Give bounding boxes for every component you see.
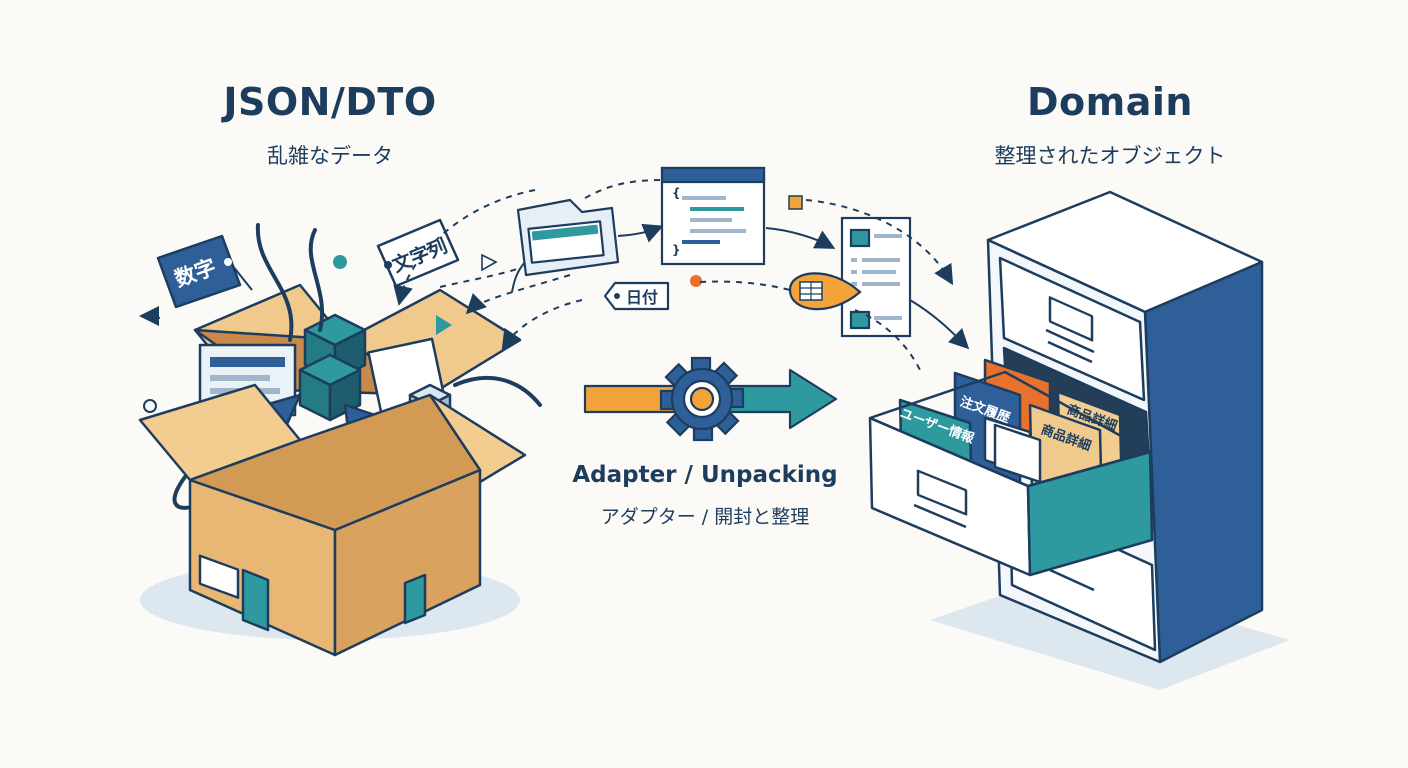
spreadsheet-card [516, 198, 620, 277]
decorations [143, 195, 803, 413]
code-window-card: { } [660, 166, 766, 266]
flow-arrows [393, 179, 954, 371]
tag-date-label: 日付 [626, 288, 658, 307]
tag-number: 数字 [156, 234, 253, 309]
tag-date: 日付 [603, 281, 670, 311]
gear-icon [659, 356, 745, 442]
left-title: JSON/DTO [223, 80, 437, 124]
center-title: Adapter / Unpacking [572, 462, 838, 488]
right-title: Domain [1027, 80, 1193, 124]
right-subtitle: 整理されたオブジェクト [994, 144, 1226, 168]
solid-flow-arrows [139, 223, 970, 350]
left-subtitle: 乱雑なデータ [267, 144, 393, 168]
center-subtitle: アダプター / 開封と整理 [600, 506, 810, 528]
svg-text:{: { [672, 186, 681, 200]
table-badge [788, 272, 862, 311]
svg-text:}: } [672, 243, 681, 257]
tag-string: 文字列 [376, 218, 460, 288]
list-document-card [840, 216, 912, 338]
cardboard-box [138, 223, 542, 657]
filing-cabinet [868, 190, 1290, 690]
